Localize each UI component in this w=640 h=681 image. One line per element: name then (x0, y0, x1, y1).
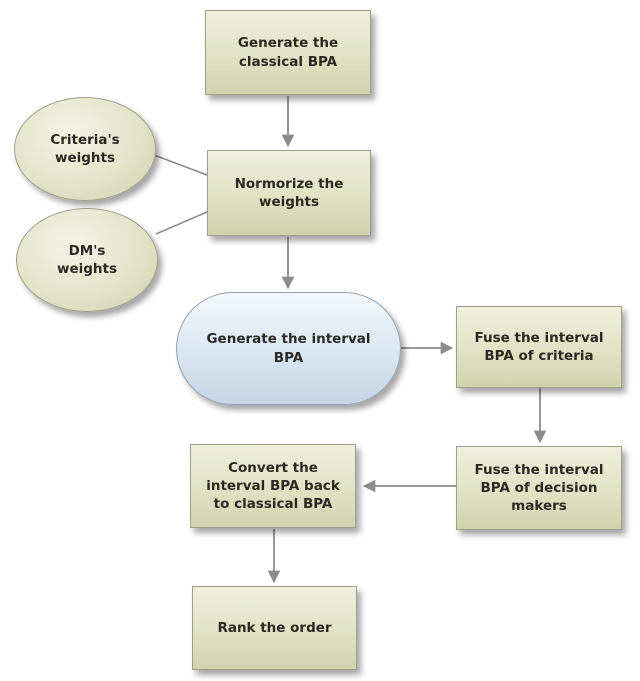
generate-classical-bpa-box: Generate the classical BPA (205, 10, 371, 95)
dm-weights-label: DM's weights (56, 242, 118, 277)
rank-order-label: Rank the order (217, 619, 332, 636)
fuse-criteria-label: Fuse the interval BPA of criteria (474, 329, 604, 364)
criteria-weights-label: Criteria's weights (50, 131, 120, 166)
generate-interval-bpa-label: Generate the interval BPA (206, 331, 371, 366)
convert-back-label: Convert the interval BPA back to classic… (206, 459, 340, 513)
line-criteria-to-normalize (153, 154, 208, 176)
generate-classical-bpa-label: Generate the classical BPA (237, 35, 339, 70)
normalize-weights-label: Normorize the weights (234, 175, 344, 210)
criteria-weights-ellipse: Criteria's weights (14, 97, 156, 201)
rank-order-box: Rank the order (192, 586, 357, 670)
generate-interval-bpa-pill: Generate the interval BPA (176, 292, 401, 405)
fuse-criteria-box: Fuse the interval BPA of criteria (456, 306, 622, 388)
fuse-decision-makers-label: Fuse the interval BPA of decision makers (474, 461, 604, 515)
fuse-decision-makers-box: Fuse the interval BPA of decision makers (456, 446, 622, 530)
line-dm-to-normalize (155, 211, 208, 235)
dm-weights-ellipse: DM's weights (16, 208, 158, 312)
normalize-weights-box: Normorize the weights (207, 150, 371, 236)
convert-back-box: Convert the interval BPA back to classic… (190, 444, 356, 528)
